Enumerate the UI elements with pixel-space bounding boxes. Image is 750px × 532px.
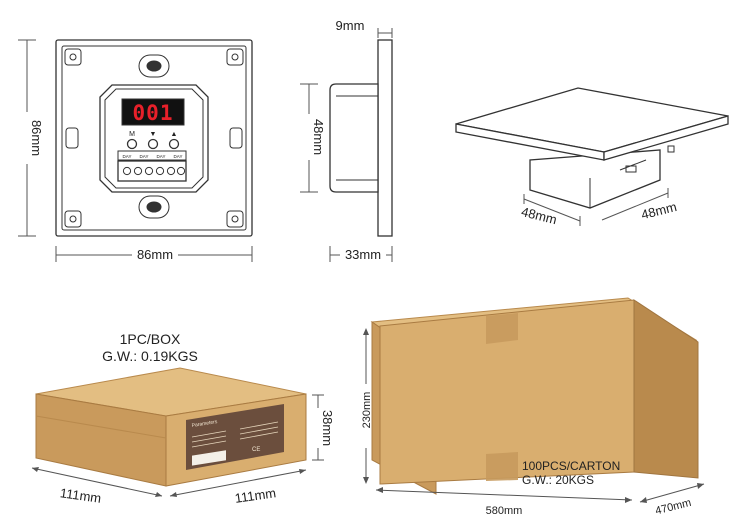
single-box-weight: G.W.: 0.19KGS xyxy=(102,348,198,364)
single-box: 1PC/BOX G.W.: 0.19KGS Parameters CE 38mm xyxy=(31,331,335,506)
carton-length-dimension: 580mm xyxy=(375,487,633,517)
iso-module-body xyxy=(529,149,661,209)
button-up[interactable] xyxy=(168,138,180,150)
front-height-label: 86mm xyxy=(29,120,44,156)
shipping-carton: 100PCS/CARTON G.W.: 20KGS 230mm 580mm 47… xyxy=(361,297,705,518)
display-value: 001 xyxy=(133,101,174,125)
button-label-down: ▼ xyxy=(150,131,157,138)
front-width-label: 86mm xyxy=(137,247,173,262)
box-barcode xyxy=(192,450,226,466)
led-display xyxy=(121,98,185,126)
side-module-height-dimension: 48mm xyxy=(300,83,326,193)
side-module-height-label: 48mm xyxy=(311,119,326,155)
terminal-label-1: DAY xyxy=(123,154,132,159)
single-box-height-label: 38mm xyxy=(320,410,335,446)
button-label-up: ▲ xyxy=(171,131,178,138)
single-box-length-dimension: 111mm xyxy=(31,467,163,506)
carton-width-dimension: 470mm xyxy=(639,483,705,518)
terminal-block: DAY DAY DAY DAY xyxy=(117,150,187,182)
control-buttons: M ▼ ▲ xyxy=(126,131,180,150)
box-sticker-title: Parameters xyxy=(191,419,218,429)
isometric-view: 48mm 48mm xyxy=(455,87,729,227)
side-depth-dimension: 33mm xyxy=(329,246,393,262)
single-box-length-label: 111mm xyxy=(59,485,102,506)
button-m[interactable] xyxy=(126,138,138,150)
carton-weight: G.W.: 20KGS xyxy=(522,473,594,487)
button-label-m: M xyxy=(129,131,135,138)
corner-screw-holes xyxy=(64,48,244,228)
front-width-dimension: 86mm xyxy=(55,246,253,262)
button-down[interactable] xyxy=(147,138,159,150)
iso-panel-top xyxy=(455,87,729,153)
side-thickness-dimension: 9mm xyxy=(336,18,393,38)
carton-width-label: 470mm xyxy=(654,497,693,518)
single-box-title: 1PC/BOX xyxy=(120,331,181,347)
sticker-text-lines xyxy=(191,421,279,448)
single-box-width-label: 111mm xyxy=(234,485,277,506)
carton-length-label: 580mm xyxy=(486,505,523,517)
carton-tape-bottom xyxy=(486,452,518,481)
carton-title: 100PCS/CARTON xyxy=(522,459,620,473)
terminal-label-4: DAY xyxy=(174,154,183,159)
side-view: 9mm 48mm 33mm xyxy=(300,18,393,262)
carton-side xyxy=(633,299,699,479)
single-box-height-dimension: 38mm xyxy=(312,394,335,461)
iso-left-label: 48mm xyxy=(520,204,559,227)
terminal-label-3: DAY xyxy=(157,154,166,159)
side-depth-label: 33mm xyxy=(345,247,381,262)
terminal-label-2: DAY xyxy=(140,154,149,159)
box-sticker-symbols: CE xyxy=(252,447,260,453)
side-thickness-label: 9mm xyxy=(336,18,365,33)
mounting-slots xyxy=(138,54,170,219)
single-box-width-dimension: 111mm xyxy=(169,469,307,506)
iso-panel-right xyxy=(603,115,729,161)
carton-height-label: 230mm xyxy=(361,392,373,429)
carton-height-dimension: 230mm xyxy=(361,328,373,484)
side-plate xyxy=(377,39,393,237)
front-view: 001 M ▼ ▲ DAY DAY DAY DAY xyxy=(18,39,253,262)
side-module xyxy=(329,83,379,193)
front-panel-inner xyxy=(61,45,247,231)
front-height-dimension: 86mm xyxy=(18,39,44,237)
carton-tape-top xyxy=(486,313,518,344)
